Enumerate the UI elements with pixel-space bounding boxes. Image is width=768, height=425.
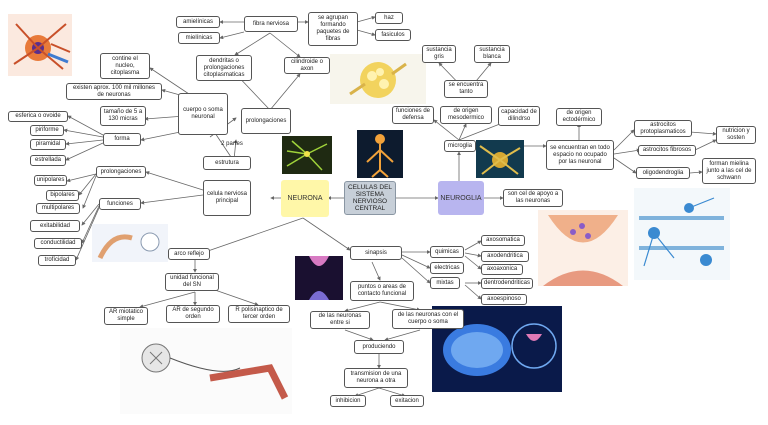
- bipolares-node: bipolares: [46, 190, 79, 201]
- de-origen-meso-node: de origen mesodermico: [440, 106, 492, 124]
- reflex-arc-diagram: [120, 328, 292, 414]
- trofocidad-node: trofícidad: [38, 255, 76, 266]
- tamano-node: tamaño de 5 a 130 micras: [100, 106, 146, 126]
- transmision-node: transmision de una neurona a otra: [344, 368, 408, 388]
- synapse-diagram: [538, 210, 628, 286]
- de-origen-ecto-node: de origen ectodérmico: [556, 108, 602, 126]
- nerve-fiber-illustration: [330, 54, 426, 104]
- celula-nerviosa-node: celula nerviosa principal: [203, 180, 251, 216]
- unipolares-node: unipolares: [34, 175, 67, 186]
- forma-node: forma: [103, 133, 141, 146]
- microglia-node: microglia: [444, 140, 476, 152]
- dos-partes-node: 2 partes: [221, 141, 243, 147]
- axosomatica-node: axosomatica: [481, 235, 525, 246]
- oligodendroglia-node: oligodendroglia: [636, 167, 690, 179]
- dendrite-illustration: [92, 224, 168, 262]
- de-las-neuronas-cuerpo-node: de las neuronas con el cuerpo o soma: [392, 309, 464, 329]
- nutricion-node: nutricion y sosten: [716, 126, 756, 144]
- funciones-left-node: funciones: [99, 198, 141, 210]
- axodendritica-node: axodendritica: [481, 251, 529, 262]
- astrocitos-fibrosos-node: astrocitos fibrosos: [638, 145, 696, 156]
- haz-node: haz: [375, 12, 403, 24]
- axoaxonica-node: axoaxonica: [481, 264, 523, 275]
- fasiculos-node: fasiculos: [375, 29, 411, 41]
- mielinicas-node: mielínicas: [178, 32, 220, 44]
- ar-mioatico-node: AR miotatico simple: [104, 307, 148, 325]
- synapse-photo: [295, 256, 343, 300]
- microglia-cell-image: [476, 140, 524, 178]
- axoespinoso-node: axoespinoso: [481, 294, 527, 305]
- amielinicas-node: amielínicas: [176, 16, 220, 28]
- dendritas-node: dendritas o prolongaciones citoplasmatic…: [196, 55, 252, 81]
- neurona-node: NEURONA: [281, 180, 329, 217]
- excitacion-node: exitacion: [390, 395, 424, 407]
- cuerpo-soma-node: cuerpo o soma neuronal: [178, 93, 228, 135]
- conductilidad-node: conductilidad: [34, 238, 82, 249]
- electricas-node: electricas: [430, 262, 464, 274]
- ar-segundo-node: AR de segundo orden: [166, 305, 220, 323]
- sustancia-blanca-node: sustancia blanca: [474, 45, 510, 63]
- sustancia-gris-node: sustancia gris: [422, 45, 456, 63]
- dentrodendriticas-node: dentrodendriticas: [481, 278, 533, 289]
- multipolares-node: multipolares: [36, 203, 80, 214]
- neuron-cell-illustration: [8, 14, 72, 76]
- r-polisinaptico-node: R polisinaptico de tercer orden: [228, 305, 290, 323]
- neuron-network-photo: [282, 136, 332, 174]
- prolongaciones-top-node: prolongaciones: [241, 108, 291, 134]
- prolongaciones-left-node: prolongaciones: [96, 166, 146, 178]
- sinapsis-node: sinapsis: [350, 246, 402, 260]
- forman-mielina-node: forman mielina junto a las cel de schwan…: [702, 158, 756, 184]
- de-las-neuronas-entre-node: de las neuronas entre si: [310, 311, 370, 329]
- se-agrupan-node: se agrupan formando paquetes de fibras: [308, 12, 358, 46]
- esferica-node: esferica o ovoide: [8, 111, 68, 122]
- excitabilidad-node: exitabilidad: [30, 220, 80, 232]
- funciones-defensa-node: funciones de defensa: [392, 106, 434, 124]
- unidad-funcional-node: unidad funcional del SN: [165, 273, 219, 291]
- central-node: CELULAS DEL SISTEMA NERVIOSO CENTRAL: [344, 181, 396, 215]
- inhibicion-node: inhibicion: [330, 395, 366, 407]
- neuroglia-node: NEUROGLIA: [438, 181, 484, 215]
- cilindroide-node: cilindroide o axon: [284, 57, 330, 74]
- piramidal-node: piramidal: [30, 139, 66, 150]
- se-encuentran-espacio-node: se encuentran en todo espacio no ocupado…: [546, 140, 614, 170]
- mixtas-node: mixtas: [430, 277, 460, 289]
- contine-nucleo-node: contine el nucleo, citoplasma: [100, 53, 150, 79]
- existen-node: existen aprox. 100 mil millones de neuro…: [66, 83, 162, 100]
- glia-cells-diagram: [634, 188, 730, 280]
- puntos-contacto-node: puntos o areas de contacto funcional: [350, 281, 414, 301]
- son-cel-apoyo-node: son cel de apoyo a las neuronas: [503, 189, 563, 207]
- produciendo-node: produciendo: [354, 340, 404, 354]
- quimicas-node: quimicas: [430, 246, 464, 258]
- se-encuentra-node: se encuentra tanto: [444, 80, 488, 98]
- capacidad-node: capacidad de dilindrso: [498, 106, 540, 126]
- piriforme-node: piriforme: [30, 125, 64, 136]
- arco-reflejo-node: arco reflejo: [168, 248, 210, 260]
- nervous-system-body-image: [357, 130, 403, 178]
- astrocitos-proto-node: astrocitos protoplasmaticos: [634, 120, 692, 137]
- fibra-nerviosa-node: fibra nerviosa: [244, 16, 298, 32]
- estrellada-node: estrellada: [30, 155, 66, 166]
- estrutura-node: estrutura: [203, 156, 251, 170]
